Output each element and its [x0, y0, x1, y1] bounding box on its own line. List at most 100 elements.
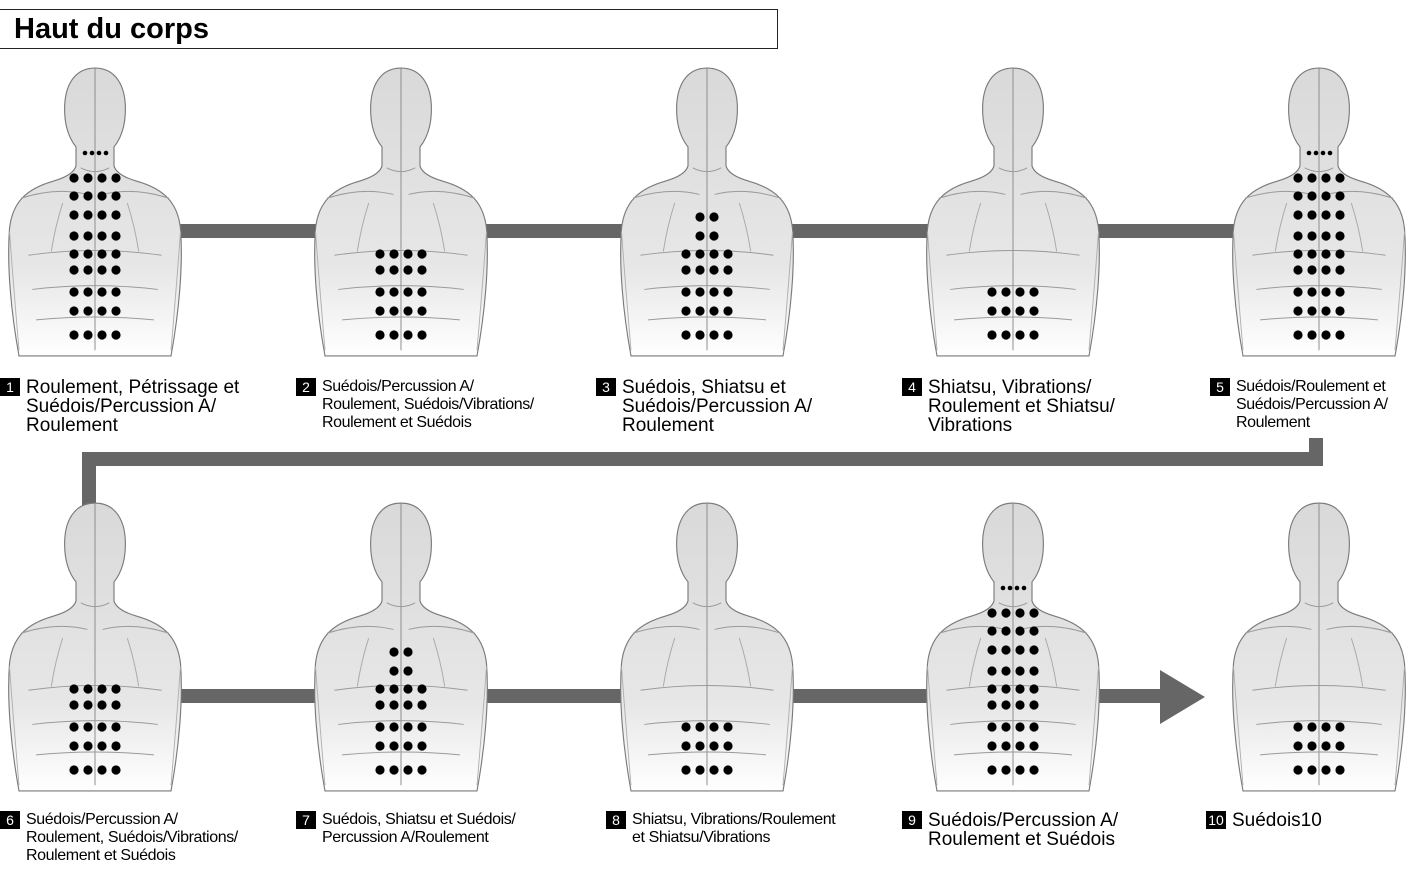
step-number-badge: 1 [0, 378, 20, 396]
massage-point-lower [723, 330, 733, 340]
massage-point-lower [69, 741, 79, 751]
step-label: Suédois/Percussion A/ Roulement, Suédois… [322, 378, 534, 431]
connector-drop-left [82, 452, 96, 512]
massage-point-lower [389, 330, 399, 340]
massage-point-lower [1029, 741, 1039, 751]
massage-point-middle [1307, 249, 1317, 259]
massage-point-lower [1307, 287, 1317, 297]
massage-point-middle [83, 265, 93, 275]
massage-point-lower [1029, 765, 1039, 775]
body-figure-4 [926, 67, 1100, 357]
massage-point-lower [83, 741, 93, 751]
body-figure-1 [8, 67, 182, 357]
massage-point-upper [987, 626, 997, 636]
massage-point-middle [83, 700, 93, 710]
massage-point-upper [987, 645, 997, 655]
step-label: Suédois/Percussion A/ Roulement, Suédois… [26, 811, 238, 864]
massage-point-upper [1029, 626, 1039, 636]
massage-point-middle [69, 249, 79, 259]
massage-point-lower [1001, 287, 1011, 297]
massage-point-lower [1293, 722, 1303, 732]
massage-point-upper [1029, 645, 1039, 655]
massage-point-middle [723, 249, 733, 259]
massage-point-middle [375, 265, 385, 275]
massage-point-upper [1001, 645, 1011, 655]
massage-point-neck [96, 150, 102, 156]
step-number-badge: 5 [1210, 378, 1230, 396]
massage-point-middle [1001, 684, 1011, 694]
massage-point-lower [695, 287, 705, 297]
massage-point-lower [723, 741, 733, 751]
torso-outline [8, 67, 182, 357]
massage-point-middle [375, 684, 385, 694]
massage-point-lower [69, 306, 79, 316]
massage-point-lower [1307, 330, 1317, 340]
massage-point-upper [1293, 231, 1303, 241]
massage-point-middle [375, 249, 385, 259]
massage-point-middle [69, 265, 79, 275]
massage-point-lower [403, 306, 413, 316]
step-number-badge: 10 [1206, 811, 1226, 829]
massage-point-middle [987, 684, 997, 694]
massage-point-upper [1335, 173, 1345, 183]
massage-point-lower [417, 722, 427, 732]
massage-point-lower [1335, 741, 1345, 751]
arrow-head [1160, 670, 1205, 724]
massage-point-lower [709, 765, 719, 775]
massage-point-lower [987, 287, 997, 297]
massage-point-neck [1313, 150, 1319, 156]
massage-point-center [709, 212, 719, 222]
massage-point-upper [1321, 231, 1331, 241]
massage-point-lower [417, 306, 427, 316]
massage-point-lower [389, 722, 399, 732]
massage-point-lower [97, 722, 107, 732]
massage-point-lower [111, 306, 121, 316]
massage-point-upper [83, 210, 93, 220]
massage-point-lower [1307, 306, 1317, 316]
massage-point-lower [417, 765, 427, 775]
step-number-badge: 6 [0, 811, 20, 829]
massage-point-middle [709, 265, 719, 275]
massage-point-lower [681, 330, 691, 340]
massage-point-middle [695, 265, 705, 275]
massage-point-upper [1307, 210, 1317, 220]
step-label: Suédois/Percussion A/ Roulement et Suédo… [928, 810, 1119, 850]
massage-point-upper [1307, 191, 1317, 201]
massage-point-lower [1335, 306, 1345, 316]
massage-point-lower [389, 765, 399, 775]
massage-point-lower [1321, 330, 1331, 340]
massage-point-middle [97, 249, 107, 259]
massage-point-neck [1327, 150, 1333, 156]
massage-point-lower [111, 330, 121, 340]
massage-point-middle [1293, 249, 1303, 259]
massage-point-upper [69, 191, 79, 201]
step-caption-6: 6 Suédois/Percussion A/ Roulement, Suédoi… [0, 811, 238, 865]
massage-point-middle [1307, 265, 1317, 275]
massage-point-middle [111, 249, 121, 259]
massage-point-middle [709, 249, 719, 259]
massage-point-center [709, 231, 719, 241]
body-figure-5 [1232, 67, 1406, 357]
massage-point-neck [89, 150, 95, 156]
massage-point-lower [1015, 287, 1025, 297]
body-figure-6 [8, 502, 182, 792]
massage-point-lower [389, 741, 399, 751]
massage-point-middle [111, 684, 121, 694]
massage-point-upper [1335, 231, 1345, 241]
massage-point-lower [111, 765, 121, 775]
massage-point-upper [987, 608, 997, 618]
massage-point-lower [709, 306, 719, 316]
massage-point-lower [375, 765, 385, 775]
massage-point-lower [403, 741, 413, 751]
massage-point-neck [1000, 585, 1006, 591]
massage-point-upper [1307, 231, 1317, 241]
step-number-badge: 8 [606, 811, 626, 829]
massage-point-upper [1015, 645, 1025, 655]
massage-point-upper [111, 173, 121, 183]
massage-point-middle [403, 249, 413, 259]
